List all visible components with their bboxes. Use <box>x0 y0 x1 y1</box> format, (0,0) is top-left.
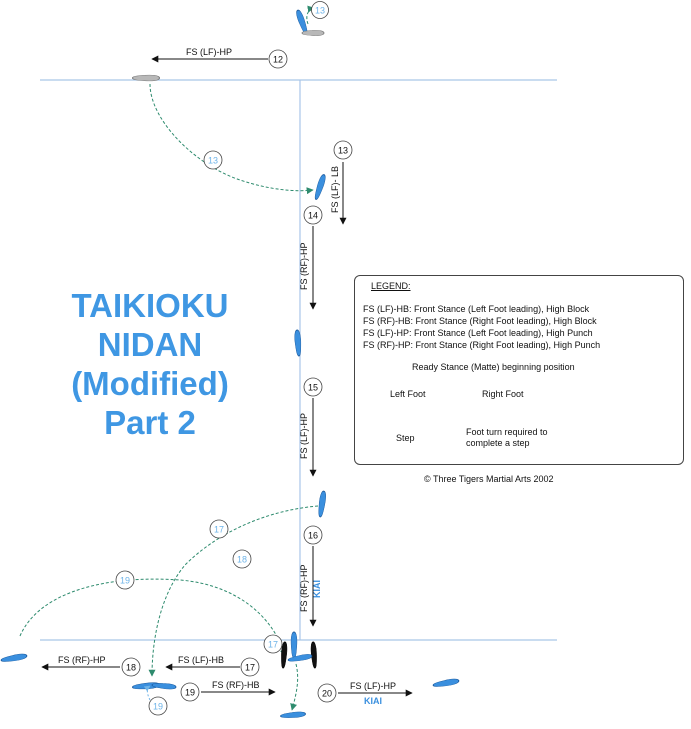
step-number-17-turn: 17 <box>214 525 224 535</box>
foot-blue-20 <box>432 677 460 689</box>
foot-blue-15 <box>316 490 328 518</box>
move-label-14: FS (RF)-HP <box>299 243 309 291</box>
step-number-20: 20 <box>322 689 332 699</box>
title-line-3: (Modified) <box>71 365 229 402</box>
step-number-18-ghost: 18 <box>237 555 247 565</box>
step-number-18: 18 <box>126 663 136 673</box>
move-label-20: FS (LF)-HP <box>350 681 396 691</box>
step-number-17-turn-b: 17 <box>268 640 278 650</box>
turn-path-13 <box>149 83 314 195</box>
step-number-19-turn-b: 19 <box>153 702 163 712</box>
step-circle-13-top <box>311 1 329 19</box>
legend-definition-1: FS (LF)-HB: Front Stance (Left Foot lead… <box>363 304 590 314</box>
step-number-13-top: 13 <box>315 6 325 16</box>
legend-definition-2: FS (RF)-HB: Front Stance (Right Foot lea… <box>363 316 597 326</box>
step-circle-13-turn <box>203 150 223 170</box>
foot-blue-13 <box>312 173 328 201</box>
step-circle-19-turn <box>115 570 135 590</box>
turn-path-19-b <box>143 685 151 701</box>
kiai-label-16: KIAI <box>312 580 322 598</box>
foot-gray-12 <box>131 74 161 82</box>
legend-right-foot-text: Right Foot <box>482 389 524 399</box>
legend-box: LEGEND: FS (LF)-HB: Front Stance (Left F… <box>354 275 684 465</box>
kata-title: TAIKIOKU NIDAN (Modified) Part 2 <box>40 286 260 442</box>
foot-blue-center <box>290 631 298 659</box>
move-label-18: FS (RF)-HP <box>58 655 106 665</box>
step-number-17: 17 <box>245 663 255 673</box>
step-circle-20 <box>317 683 337 703</box>
foot-gray-top <box>301 29 325 37</box>
turn-path-17 <box>148 505 319 677</box>
legend-definition-4: FS (RF)-HP: Front Stance (Right Foot lea… <box>363 340 601 350</box>
move-label-16: FS (RF)-HP <box>299 565 309 613</box>
step-number-19-turn: 19 <box>120 576 130 586</box>
step-circle-14 <box>303 205 323 225</box>
move-label-15: FS (LF)-HP <box>299 413 309 459</box>
move-label-12: FS (LF)-HP <box>186 47 232 57</box>
turn-path-13-top <box>306 5 315 25</box>
step-number-15: 15 <box>308 383 318 393</box>
step-circle-17-turn-b <box>263 634 283 654</box>
title-line-2: NIDAN <box>97 326 203 363</box>
step-circle-12 <box>268 49 288 69</box>
step-circle-19 <box>180 682 200 702</box>
step-circle-18-ghost <box>232 549 252 569</box>
step-circle-13 <box>333 140 353 160</box>
move-label-19: FS (RF)-HB <box>212 680 260 690</box>
move-label-13: FS (LF)- LB <box>330 166 340 213</box>
step-circle-17 <box>240 657 260 677</box>
step-circle-19-turn-b <box>148 696 168 716</box>
kiai-label-20: KIAI <box>364 696 382 706</box>
step-number-19: 19 <box>185 688 195 698</box>
step-number-12: 12 <box>273 55 283 65</box>
copyright-notice: © Three Tigers Martial Arts 2002 <box>424 474 554 484</box>
legend-left-foot-text: Left Foot <box>390 389 426 399</box>
step-number-13-turn: 13 <box>208 156 218 166</box>
step-number-16: 16 <box>308 531 318 541</box>
legend-turn-text-2: complete a step <box>466 438 530 448</box>
step-circle-15 <box>303 377 323 397</box>
foot-blue-18-left <box>0 652 28 664</box>
step-circle-16 <box>303 525 323 545</box>
foot-blue-center-turn <box>287 652 313 664</box>
legend-ready-stance-text: Ready Stance (Matte) beginning position <box>412 362 575 372</box>
foot-blue-20-lower <box>279 710 307 720</box>
step-circle-17-turn <box>209 519 229 539</box>
title-line-4: Part 2 <box>104 404 196 441</box>
step-number-13: 13 <box>338 146 348 156</box>
foot-blue-14 <box>293 329 303 357</box>
step-number-14: 14 <box>308 211 318 221</box>
turn-path-19 <box>19 578 287 657</box>
move-label-17: FS (LF)-HB <box>178 655 224 665</box>
turn-path-20 <box>290 663 299 711</box>
title-line-1: TAIKIOKU <box>71 287 229 324</box>
legend-definition-3: FS (LF)-HP: Front Stance (Left Foot lead… <box>363 328 593 338</box>
step-circle-18 <box>121 657 141 677</box>
legend-step-text: Step <box>396 433 415 443</box>
legend-turn-text-1: Foot turn required to <box>466 427 548 437</box>
foot-blue-19 <box>151 681 177 691</box>
legend-heading: LEGEND: <box>371 281 411 291</box>
